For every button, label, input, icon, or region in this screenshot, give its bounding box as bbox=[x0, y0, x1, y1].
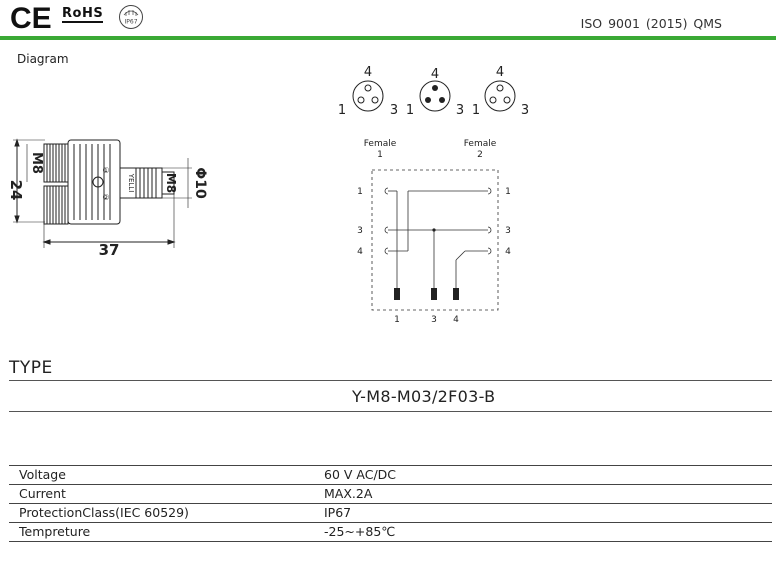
dim-width-text: 37 bbox=[99, 241, 120, 255]
port-1-marker: ① bbox=[102, 166, 109, 175]
dim-m8-right-text: M8 bbox=[164, 173, 178, 193]
right-pin-4: 4 bbox=[505, 247, 511, 257]
type-divider-bottom bbox=[9, 411, 772, 412]
mechanical-drawing: 24 M8 37 M8 Φ10 YELLI ① ② bbox=[7, 138, 208, 255]
pin-layout-1-left: 1 bbox=[338, 103, 346, 118]
table-row: Tempreture -25~+85℃ bbox=[9, 522, 772, 542]
pin-layout-2-top: 4 bbox=[431, 67, 439, 82]
type-divider-top bbox=[9, 380, 772, 381]
wiring-diagram: Female 1 Female 2 1 3 4 1 3 4 1 3 4 bbox=[357, 139, 511, 325]
dim-m8-left-text: M8 bbox=[29, 152, 44, 174]
female-2-label: Female bbox=[464, 139, 497, 149]
right-pin-3: 3 bbox=[505, 226, 511, 236]
pin-layout-3-left: 1 bbox=[472, 103, 480, 118]
spec-key: Voltage bbox=[9, 465, 314, 485]
bottom-pin-3: 3 bbox=[431, 315, 437, 325]
type-heading: TYPE bbox=[9, 358, 53, 378]
left-pin-3: 3 bbox=[357, 226, 363, 236]
iso-certification: ISO 9001 (2015) QMS bbox=[580, 16, 722, 31]
female-1-number: 1 bbox=[377, 150, 383, 160]
female-1-label: Female bbox=[364, 139, 397, 149]
female-2-number: 2 bbox=[477, 150, 483, 160]
spec-key: Current bbox=[9, 484, 314, 504]
ip67-badge-icon: IP67 bbox=[119, 5, 143, 29]
left-pin-1: 1 bbox=[357, 187, 363, 197]
pin-layout-3-right: 3 bbox=[521, 103, 529, 118]
diagram-heading: Diagram bbox=[17, 52, 69, 66]
table-row: Current MAX.2A bbox=[9, 484, 772, 504]
dim-diameter-text: Φ10 bbox=[192, 167, 208, 199]
table-row: ProtectionClass(IEC 60529) IP67 bbox=[9, 503, 772, 523]
model-code: Y-M8-M03/2F03-B bbox=[352, 387, 496, 406]
brand-text: YELLI bbox=[127, 173, 135, 193]
ce-mark: CE bbox=[10, 2, 52, 35]
left-pin-4: 4 bbox=[357, 247, 363, 257]
bottom-pin-1: 1 bbox=[394, 315, 400, 325]
spec-value: -25~+85℃ bbox=[314, 522, 772, 542]
pin-layout-3-top: 4 bbox=[496, 65, 504, 80]
spec-value: 60 V AC/DC bbox=[314, 465, 772, 485]
port-2-marker: ② bbox=[102, 193, 109, 202]
pin-layout-1-top: 4 bbox=[364, 65, 372, 80]
specs-table: Voltage 60 V AC/DC Current MAX.2A Protec… bbox=[9, 465, 772, 542]
ip-badge-text: IP67 bbox=[124, 19, 137, 26]
bottom-pin-4: 4 bbox=[453, 315, 459, 325]
spec-value: IP67 bbox=[314, 503, 772, 523]
spec-key: ProtectionClass(IEC 60529) bbox=[9, 503, 314, 523]
right-pin-1: 1 bbox=[505, 187, 511, 197]
pin-layouts: 4 1 3 4 1 3 4 1 3 bbox=[338, 65, 529, 118]
pin-layout-1-right: 3 bbox=[390, 103, 398, 118]
header-divider bbox=[0, 36, 776, 40]
pin-layout-2-right: 3 bbox=[456, 103, 464, 118]
spec-key: Tempreture bbox=[9, 522, 314, 542]
rohs-label: RoHS bbox=[62, 6, 104, 23]
dim-height-text: 24 bbox=[7, 180, 25, 201]
spec-value: MAX.2A bbox=[314, 484, 772, 504]
pin-layout-2-left: 1 bbox=[406, 103, 414, 118]
table-row: Voltage 60 V AC/DC bbox=[9, 465, 772, 485]
